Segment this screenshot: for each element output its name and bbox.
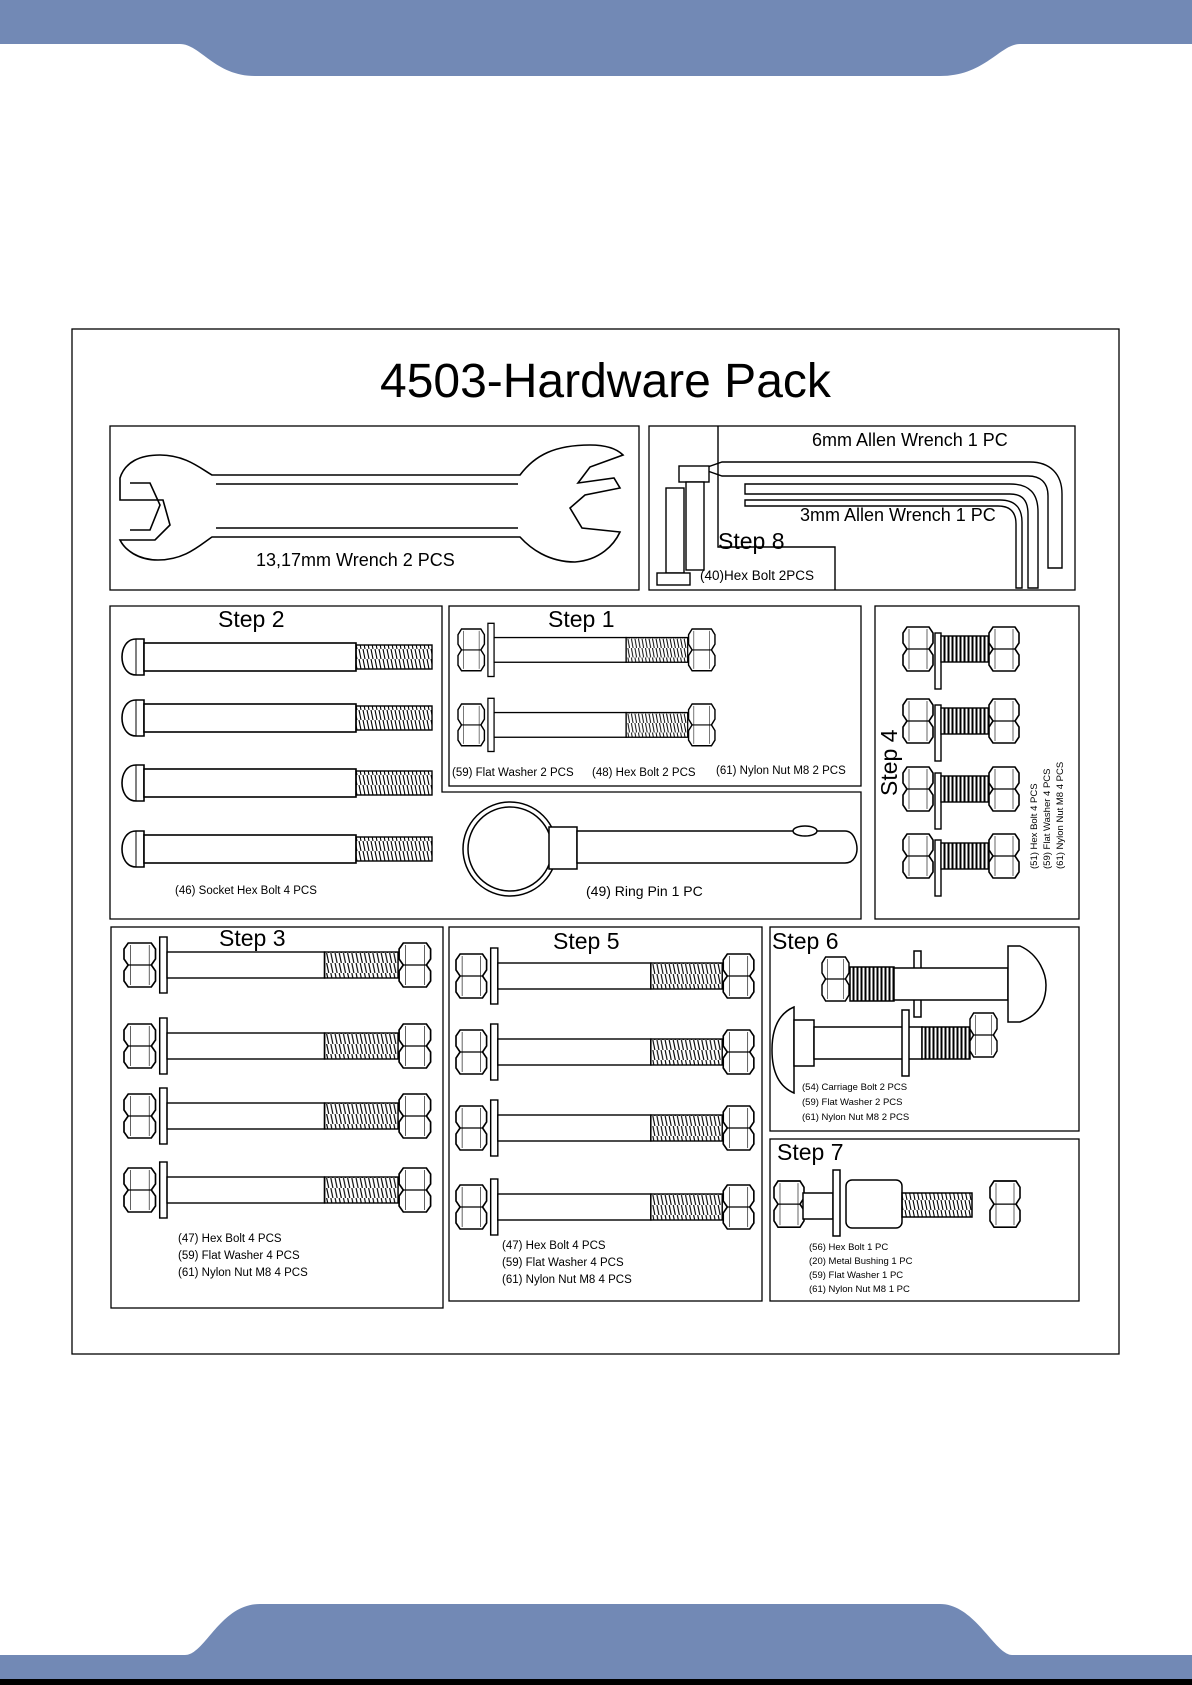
step7-nut-label: (61) Nylon Nut M8 1 PC xyxy=(809,1284,910,1295)
ring-pin-drawing xyxy=(462,801,858,897)
step3-washer-label: (59) Flat Washer 4 PCS xyxy=(178,1250,300,1262)
step3-nut-label: (61) Nylon Nut M8 4 PCS xyxy=(178,1267,308,1279)
wrench-label: 13,17mm Wrench 2 PCS xyxy=(256,550,455,570)
step8-bolt-label: (40)Hex Bolt 2PCS xyxy=(700,568,815,583)
step5-bolt-label: (47) Hex Bolt 4 PCS xyxy=(502,1240,606,1252)
allen-drawing xyxy=(656,426,1063,590)
step4-washer-label: (59) Flat Washer 4 PCS xyxy=(1042,768,1053,869)
step3-bolt-label: (47) Hex Bolt 4 PCS xyxy=(178,1233,282,1245)
step6-box xyxy=(769,926,1080,1132)
step1-title: Step 1 xyxy=(548,606,615,632)
wrench-drawing xyxy=(118,444,625,563)
step7-bolt xyxy=(773,1169,1021,1237)
outer-frame xyxy=(71,328,1120,1355)
allen-6mm-label: 6mm Allen Wrench 1 PC xyxy=(812,430,1008,450)
allen-3mm-label: 3mm Allen Wrench 1 PC xyxy=(800,505,996,525)
step4-bolts xyxy=(903,627,1019,896)
step5-box xyxy=(448,926,763,1302)
step3-box xyxy=(110,926,444,1309)
step7-washer-label: (59) Flat Washer 1 PC xyxy=(809,1270,904,1281)
step1-washer-label: (59) Flat Washer 2 PCS xyxy=(452,767,574,779)
step6-title: Step 6 xyxy=(772,928,839,954)
step2-title: Step 2 xyxy=(218,606,285,632)
ringpin-label: (49) Ring Pin 1 PC xyxy=(586,883,703,899)
step1-bolts xyxy=(458,623,715,751)
step6-nut-label: (61) Nylon Nut M8 2 PCS xyxy=(802,1112,910,1123)
allen-box xyxy=(648,425,1076,591)
step8-title: Step 8 xyxy=(718,528,785,554)
step7-box xyxy=(769,1138,1080,1302)
step5-bolts xyxy=(456,948,754,1235)
step6-washer-label: (59) Flat Washer 2 PCS xyxy=(802,1097,903,1108)
bottom-banner xyxy=(0,1604,1192,1685)
step3-bolts xyxy=(124,937,431,1218)
step4-nut-label: (61) Nylon Nut M8 4 PCS xyxy=(1055,761,1066,869)
step7-bushing-label: (20) Metal Bushing 1 PC xyxy=(809,1256,913,1267)
step1-box xyxy=(448,605,862,787)
step6-bolt-label: (54) Carriage Bolt 2 PCS xyxy=(802,1082,908,1093)
wrench-box xyxy=(109,425,640,591)
step5-title: Step 5 xyxy=(553,928,620,954)
page-title: 4503-Hardware Pack xyxy=(380,355,831,408)
step5-nut-label: (61) Nylon Nut M8 4 PCS xyxy=(502,1274,632,1286)
step2-bolt-label: (46) Socket Hex Bolt 4 PCS xyxy=(175,885,317,897)
step4-box xyxy=(874,605,1080,920)
step7-title: Step 7 xyxy=(777,1139,844,1165)
step7-bolt-label: (56) Hex Bolt 1 PC xyxy=(809,1242,889,1253)
step4-bolt-label: (51) Hex Bolt 4 PCS xyxy=(1029,783,1040,869)
bottom-rule xyxy=(0,1679,1192,1685)
step2-bolts xyxy=(121,638,433,868)
step4-title: Step 4 xyxy=(876,729,902,797)
step3-title: Step 3 xyxy=(219,925,286,951)
top-banner xyxy=(0,0,1192,76)
step5-washer-label: (59) Flat Washer 4 PCS xyxy=(502,1257,624,1269)
step6-bolts xyxy=(771,945,1047,1095)
step1-bolt-label: (48) Hex Bolt 2 PCS xyxy=(592,767,696,779)
step1-nut-label: (61) Nylon Nut M8 2 PCS xyxy=(716,765,846,777)
step2-box xyxy=(109,605,862,920)
